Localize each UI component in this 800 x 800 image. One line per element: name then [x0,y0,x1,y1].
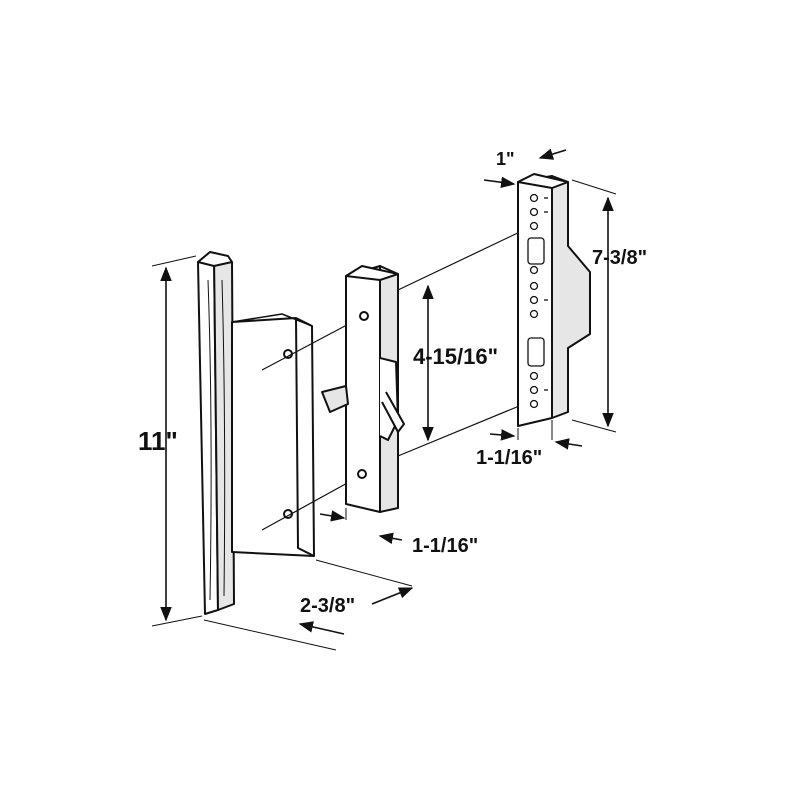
latch-hole-upper [360,312,368,320]
pull-handle [198,252,314,614]
dim-label-handle-projection: 2-3/8" [300,595,356,617]
keeper-strike [518,174,590,426]
dim-label-keeper-length: 7-3/8" [592,247,648,269]
latch-lever [322,386,348,412]
dim-label-keeper-width: 1-1/16" [476,447,543,469]
keeper-side [552,176,590,418]
dim-line-1-1-16-mid-b [378,532,402,544]
dim-label-latch-width: 1-1/16" [412,535,479,557]
latch-top [346,266,398,280]
keeper-top [518,174,568,188]
dim-label-handle-length: 11" [138,426,178,456]
keeper-pins [528,195,548,408]
handle-grip-top [198,252,232,266]
handle-mount-plate [232,318,314,556]
keeper-slot-lower [528,338,544,366]
dim-line-1-1-16-right-a [490,429,516,441]
dim-line-1-b [538,148,566,160]
dim-line-2-3-8-b [372,588,414,604]
dim-line-1-1-16-right-b [554,438,582,450]
latch-body [322,266,404,512]
dim-line-2-3-8-a [298,621,344,634]
keeper-slot-upper [528,238,544,264]
dim-label-keeper-thickness: 1" [496,149,515,169]
dim-label-latch-length: 4-15/16" [413,344,499,369]
dim-line-1-1-16-mid-a [320,510,346,522]
latch-hole-lower [358,470,366,478]
dim-line-1-a [484,176,516,188]
